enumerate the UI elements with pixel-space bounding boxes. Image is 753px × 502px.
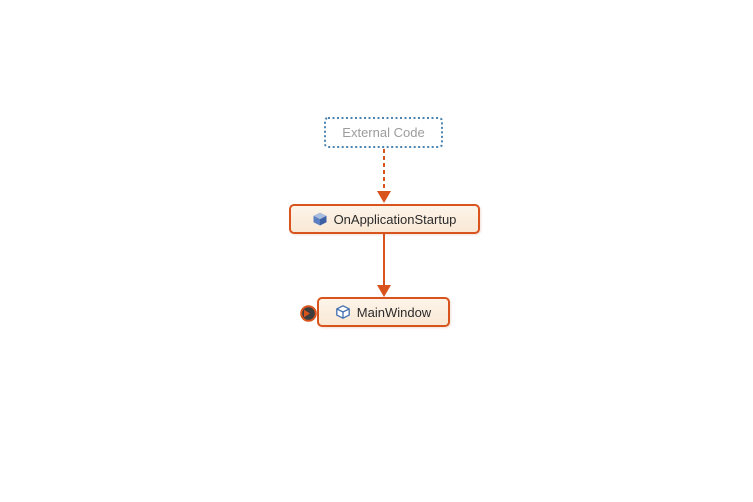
node-main-window[interactable]: MainWindow [317, 297, 450, 327]
edge-startup-to-main[interactable] [377, 234, 391, 297]
node-label: External Code [342, 125, 425, 140]
edge-external-to-startup[interactable] [377, 149, 391, 203]
node-label: OnApplicationStartup [333, 211, 457, 227]
node-external-code[interactable]: External Code [324, 117, 443, 148]
node-on-application-startup[interactable]: OnApplicationStartup [289, 204, 480, 234]
node-label: MainWindow [356, 304, 432, 320]
expand-node-icon[interactable] [300, 305, 317, 322]
expand-node-glyph [300, 305, 317, 322]
class-cube-icon [335, 305, 350, 319]
edge-arrowhead [377, 285, 391, 297]
method-cube-icon [313, 212, 327, 226]
edge-arrowhead [377, 191, 391, 203]
dashed-border [324, 117, 443, 148]
